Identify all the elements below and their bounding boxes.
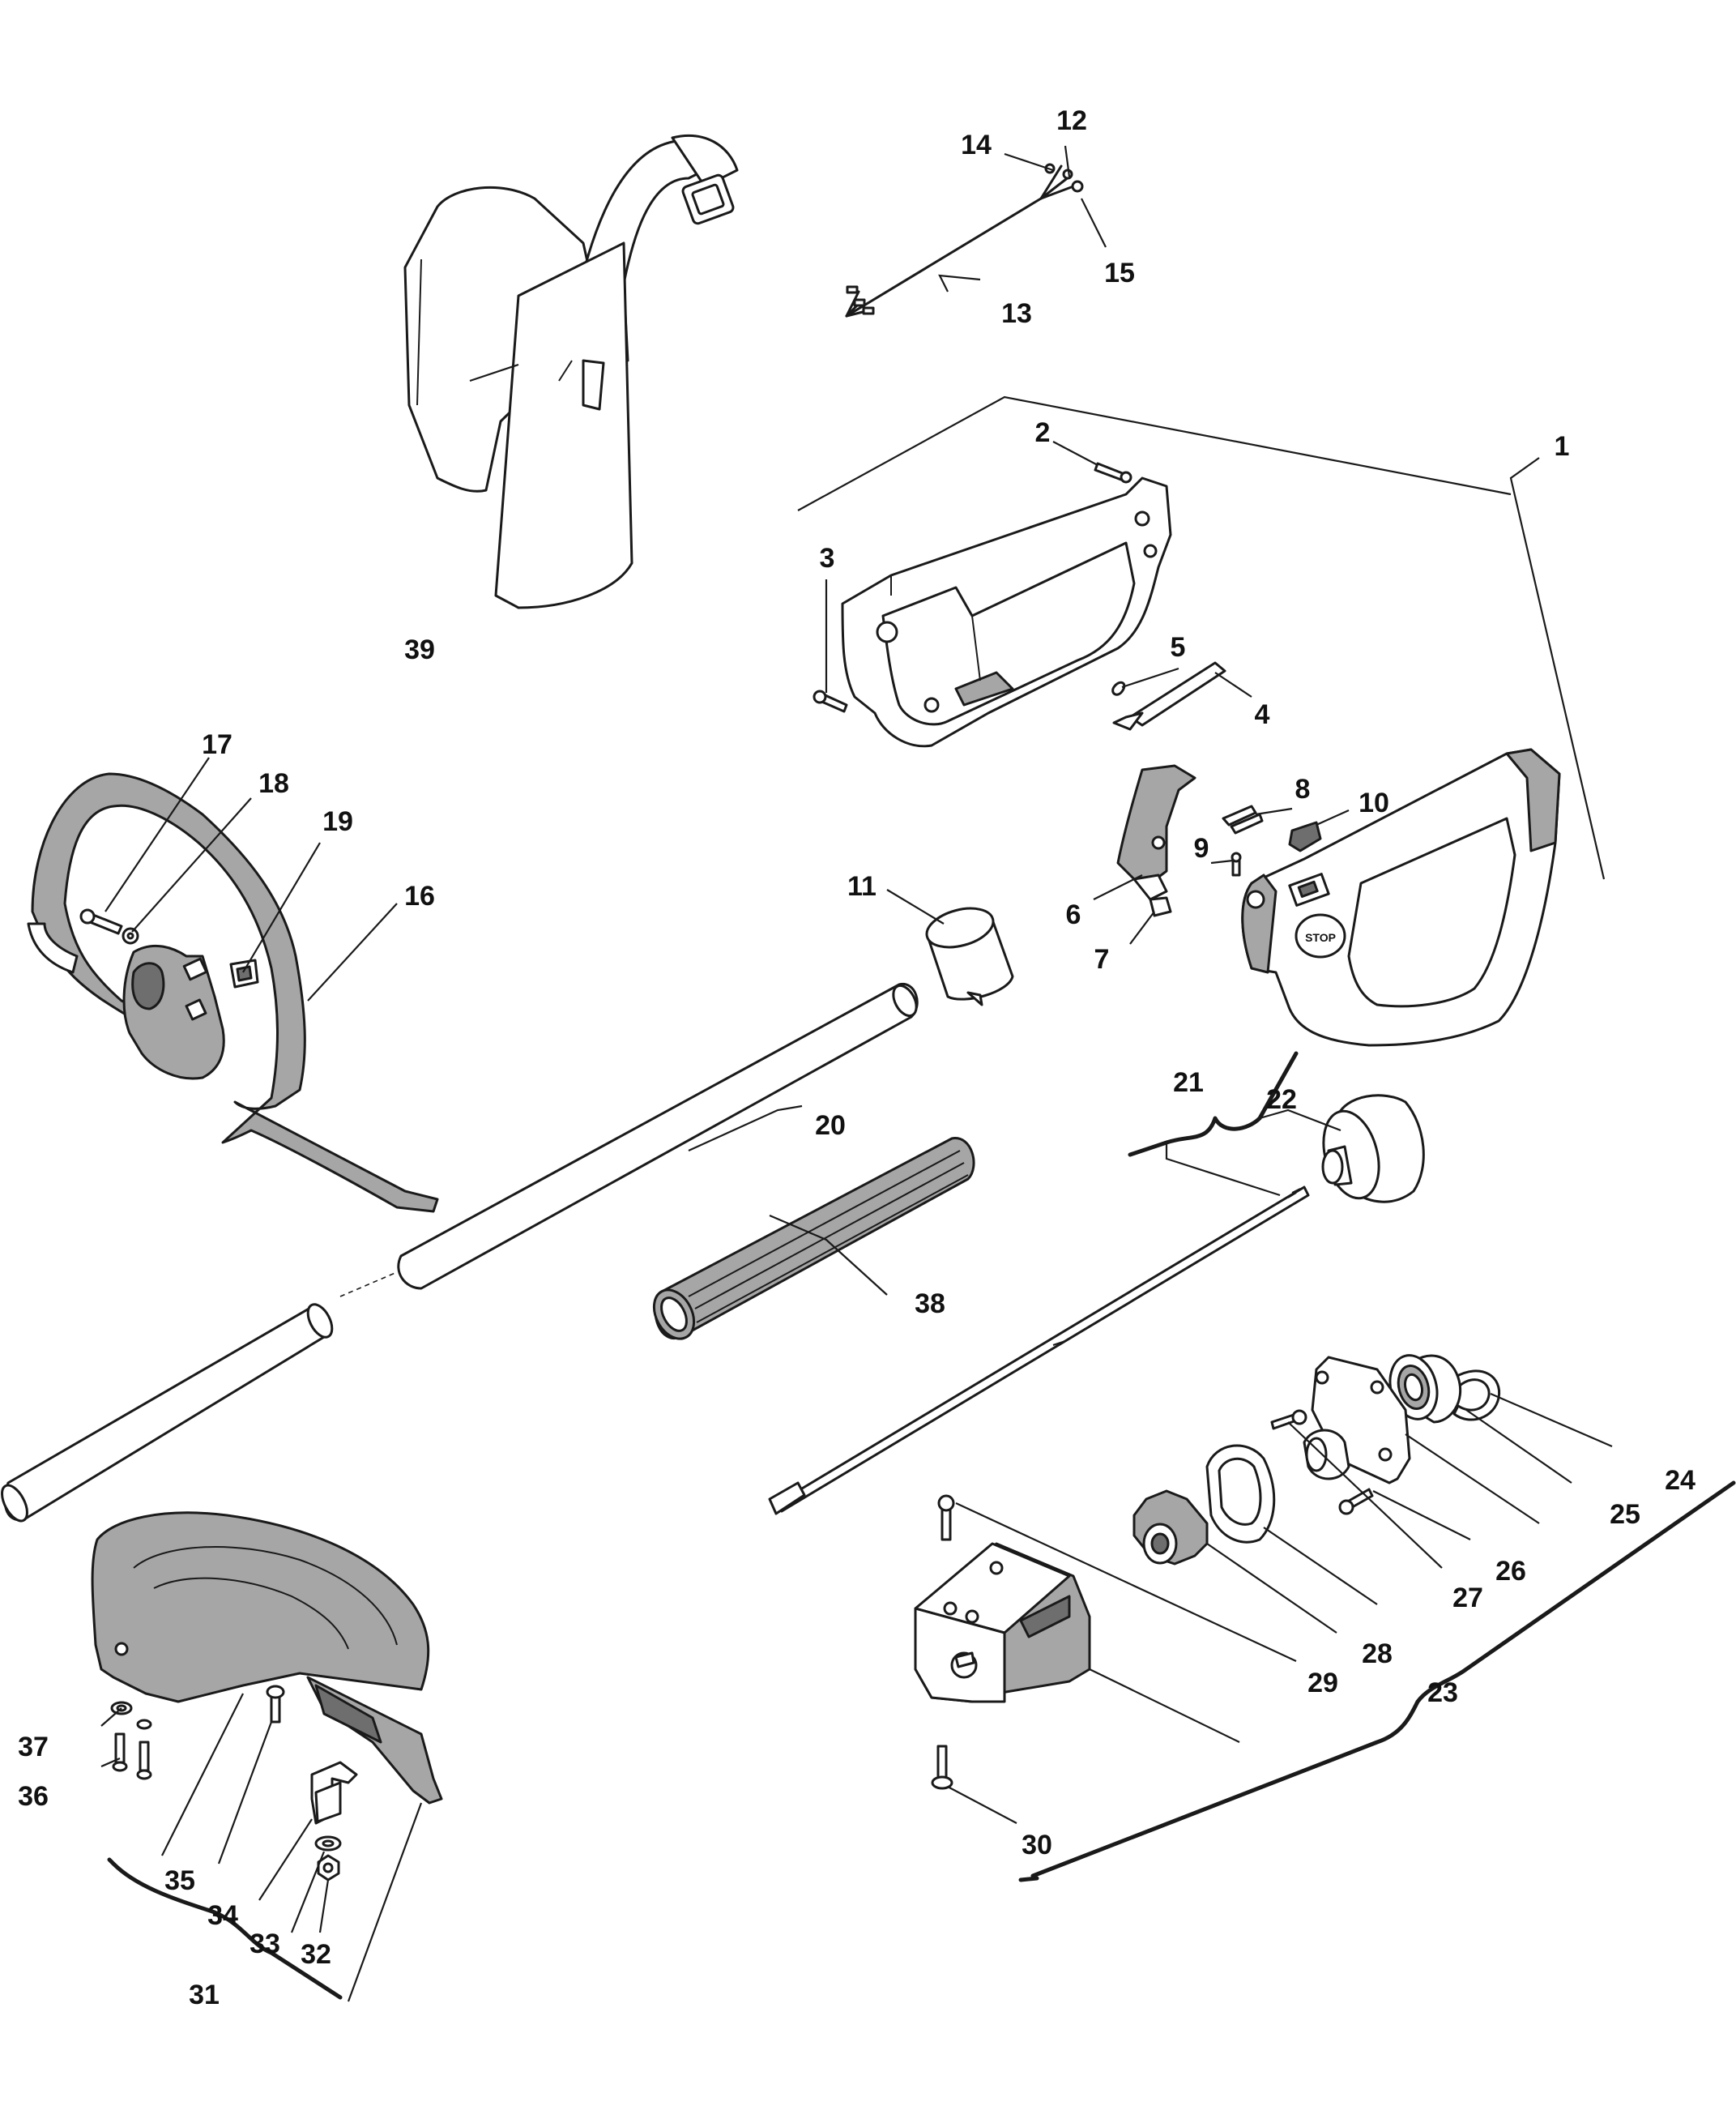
part-drive-tube-20 bbox=[1, 983, 919, 1523]
part-spring-7 bbox=[1149, 896, 1172, 917]
callout-10: 10 bbox=[1359, 788, 1389, 818]
stop-switch-marking: STOP bbox=[1305, 931, 1336, 944]
part-liner-38 bbox=[652, 1137, 975, 1340]
callout-15: 15 bbox=[1104, 258, 1135, 288]
part-screw-2 bbox=[1094, 462, 1132, 484]
callout-23: 23 bbox=[1427, 1677, 1458, 1708]
callout-14: 14 bbox=[961, 130, 992, 160]
leader-lines bbox=[100, 145, 1613, 2002]
part-clamp-ring-11 bbox=[925, 907, 1014, 1006]
callout-36: 36 bbox=[18, 1781, 49, 1812]
callout-33: 33 bbox=[250, 1929, 280, 1959]
callout-27: 27 bbox=[1452, 1583, 1483, 1613]
callout-34: 34 bbox=[207, 1900, 238, 1931]
part-screw-29 bbox=[937, 1494, 955, 1541]
callout-12: 12 bbox=[1056, 105, 1087, 136]
part-spring-5 bbox=[1111, 681, 1126, 696]
callout-18: 18 bbox=[258, 768, 289, 799]
callout-labels: 1 2 3 4 5 6 7 8 9 10 11 12 13 14 15 16 1… bbox=[18, 105, 1695, 2010]
callout-25: 25 bbox=[1610, 1499, 1640, 1530]
part-harness bbox=[403, 134, 739, 609]
part-guard-31 bbox=[91, 1511, 443, 1805]
callout-20: 20 bbox=[815, 1110, 846, 1141]
callout-30: 30 bbox=[1022, 1830, 1052, 1860]
part-bracket-34 bbox=[310, 1761, 358, 1825]
part-handle-housing-upper bbox=[841, 476, 1172, 748]
part-screw-3 bbox=[813, 690, 848, 713]
callout-17: 17 bbox=[202, 729, 232, 760]
callout-32: 32 bbox=[301, 1939, 331, 1970]
callout-22: 22 bbox=[1266, 1084, 1297, 1115]
callout-5: 5 bbox=[1171, 632, 1186, 663]
callout-21: 21 bbox=[1173, 1067, 1204, 1098]
part-clutch-drum-22 bbox=[1321, 1094, 1425, 1203]
part-screw-26b bbox=[1338, 1488, 1374, 1515]
part-screw-30 bbox=[931, 1745, 953, 1790]
callout-8: 8 bbox=[1295, 774, 1311, 805]
callout-39: 39 bbox=[404, 634, 435, 665]
part-wire-harness bbox=[845, 163, 1084, 318]
callout-26: 26 bbox=[1495, 1556, 1526, 1587]
part-washer-33 bbox=[314, 1835, 342, 1852]
callout-35: 35 bbox=[164, 1865, 195, 1896]
callout-6: 6 bbox=[1066, 899, 1081, 930]
callout-7: 7 bbox=[1094, 944, 1110, 975]
callout-16: 16 bbox=[404, 881, 435, 912]
callout-38: 38 bbox=[915, 1288, 945, 1319]
callout-31: 31 bbox=[189, 1980, 220, 2010]
part-circlip-24 bbox=[1452, 1369, 1501, 1421]
callout-28: 28 bbox=[1362, 1638, 1393, 1669]
part-gasket-27 bbox=[1205, 1444, 1276, 1544]
part-washer-18 bbox=[122, 927, 139, 945]
group-brackets bbox=[107, 1051, 1736, 2000]
callout-29: 29 bbox=[1307, 1668, 1338, 1698]
callout-11: 11 bbox=[847, 871, 877, 902]
callout-2: 2 bbox=[1035, 417, 1051, 448]
callout-9: 9 bbox=[1194, 833, 1209, 864]
part-drive-shaft-21 bbox=[768, 1185, 1310, 1515]
part-gear-head-23 bbox=[914, 1542, 1091, 1703]
callout-3: 3 bbox=[820, 543, 835, 574]
callout-37: 37 bbox=[18, 1732, 49, 1762]
part-button-10 bbox=[1288, 821, 1322, 852]
part-handle-housing-lower: STOP bbox=[1241, 748, 1561, 1047]
part-screw-35 bbox=[266, 1685, 285, 1724]
part-throttle-trigger-6 bbox=[1116, 764, 1196, 901]
callout-13: 13 bbox=[1001, 298, 1032, 329]
part-gear-housing-cover-26 bbox=[1303, 1356, 1411, 1484]
part-washer-37 bbox=[110, 1701, 152, 1730]
part-screw-9 bbox=[1231, 852, 1242, 877]
callout-24: 24 bbox=[1665, 1465, 1695, 1496]
part-lever-8 bbox=[1222, 805, 1264, 835]
part-throttle-rod-4 bbox=[1112, 661, 1226, 731]
callout-1: 1 bbox=[1555, 431, 1570, 462]
callout-4: 4 bbox=[1255, 699, 1270, 730]
callout-19: 19 bbox=[322, 806, 353, 837]
part-loop-handle-16 bbox=[27, 772, 439, 1213]
part-screw-17 bbox=[79, 908, 123, 935]
part-nut-19 bbox=[229, 959, 259, 989]
part-screw-36 bbox=[112, 1732, 152, 1780]
part-bearing-25 bbox=[1388, 1354, 1462, 1424]
part-screw-27 bbox=[1270, 1409, 1307, 1430]
part-coupling-28 bbox=[1132, 1489, 1209, 1566]
part-nut-32 bbox=[317, 1854, 340, 1882]
